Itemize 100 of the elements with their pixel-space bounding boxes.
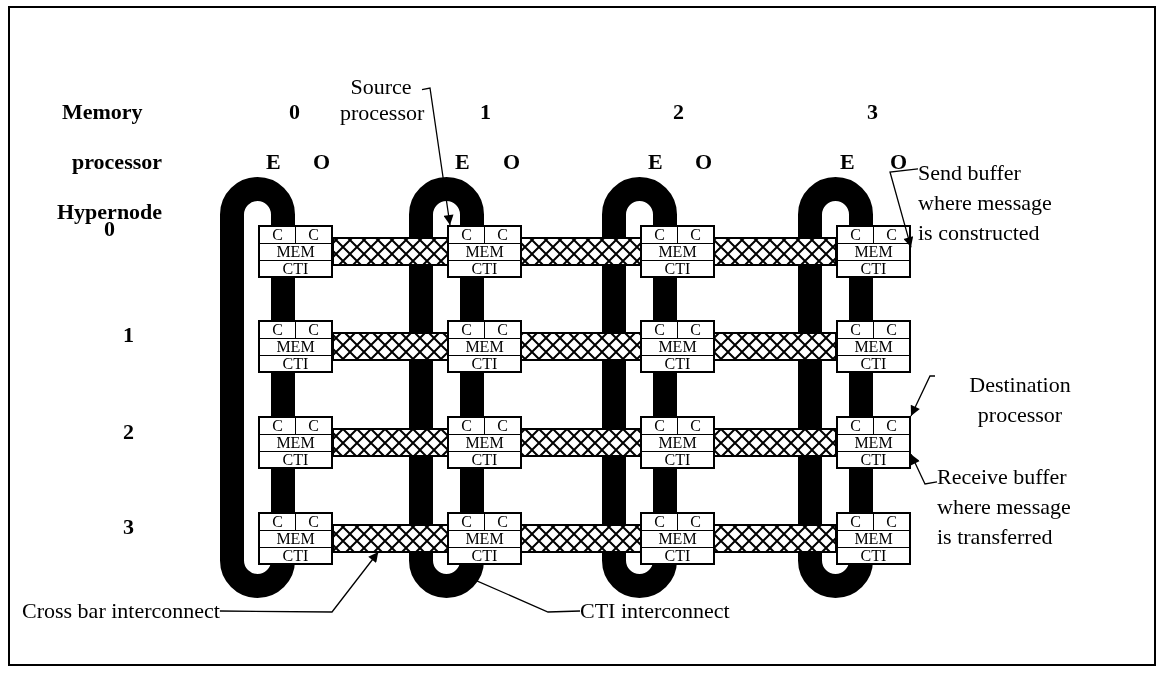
memory-label: MEM bbox=[465, 244, 504, 260]
callout-text: Cross bar interconnect bbox=[22, 598, 220, 624]
cti-label: CTI bbox=[471, 452, 498, 468]
cache-label: C bbox=[260, 514, 296, 530]
processor-box bbox=[836, 225, 911, 278]
processor-box bbox=[447, 416, 522, 469]
memory-label: MEM bbox=[854, 531, 893, 547]
odd-label: O bbox=[695, 150, 713, 174]
leader-line bbox=[910, 453, 938, 485]
processor-box bbox=[640, 416, 715, 469]
cache-label: C bbox=[496, 514, 509, 530]
cache-label: C bbox=[496, 227, 509, 243]
processor-box bbox=[836, 320, 911, 373]
cache-label: C bbox=[449, 227, 485, 243]
cti-label: CTI bbox=[664, 452, 691, 468]
cache-label: C bbox=[260, 322, 296, 338]
processor-box bbox=[258, 225, 333, 278]
processor-box bbox=[836, 416, 911, 469]
cache-label: C bbox=[838, 418, 874, 434]
cti-label: CTI bbox=[282, 548, 309, 564]
cti-label: CTI bbox=[282, 261, 309, 277]
callout-text: Receive buffer where message is transferred bbox=[937, 462, 1079, 552]
memory-label: MEM bbox=[854, 435, 893, 451]
callout-text: Destination processor bbox=[935, 370, 1105, 430]
even-label: E bbox=[840, 150, 855, 174]
row-number: 1 bbox=[123, 323, 134, 347]
odd-label: O bbox=[503, 150, 521, 174]
cache-label: C bbox=[838, 514, 874, 530]
cti-label: CTI bbox=[860, 261, 887, 277]
row-number: 2 bbox=[123, 420, 134, 444]
cti-label: CTI bbox=[471, 356, 498, 372]
cache-label: C bbox=[689, 514, 702, 530]
cache-label: C bbox=[689, 322, 702, 338]
leader-line bbox=[889, 168, 919, 248]
cache-label: C bbox=[260, 418, 296, 434]
memory-label: MEM bbox=[465, 339, 504, 355]
cache-label: C bbox=[496, 418, 509, 434]
processor-box bbox=[447, 225, 522, 278]
memory-label: MEM bbox=[658, 435, 697, 451]
cache-label: C bbox=[307, 227, 320, 243]
cti-label: CTI bbox=[860, 548, 887, 564]
cache-label: C bbox=[885, 514, 898, 530]
even-label: E bbox=[455, 150, 470, 174]
leader-line bbox=[421, 87, 454, 226]
callout-text: Send buffer where message is constructed bbox=[918, 158, 1060, 248]
cti-label: CTI bbox=[664, 356, 691, 372]
processor-box bbox=[258, 512, 333, 565]
cti-label: CTI bbox=[860, 452, 887, 468]
cache-label: C bbox=[307, 514, 320, 530]
callout-text: Source processor bbox=[340, 74, 422, 126]
cache-label: C bbox=[642, 227, 678, 243]
memory-label: MEM bbox=[465, 435, 504, 451]
leader-line bbox=[910, 375, 936, 417]
cache-label: C bbox=[642, 322, 678, 338]
column-number: 0 bbox=[289, 100, 300, 124]
cache-label: C bbox=[449, 322, 485, 338]
cti-label: CTI bbox=[471, 261, 498, 277]
cache-label: C bbox=[642, 418, 678, 434]
cache-label: C bbox=[642, 514, 678, 530]
memory-label: MEM bbox=[658, 244, 697, 260]
memory-label: MEM bbox=[658, 531, 697, 547]
cti-label: CTI bbox=[282, 356, 309, 372]
cache-label: C bbox=[885, 322, 898, 338]
memory-label: MEM bbox=[465, 531, 504, 547]
column-number: 2 bbox=[673, 100, 684, 124]
memory-label: MEM bbox=[276, 435, 315, 451]
cache-label: C bbox=[496, 322, 509, 338]
cache-label: C bbox=[307, 322, 320, 338]
axis-title: processor bbox=[72, 150, 163, 174]
cache-label: C bbox=[449, 514, 485, 530]
memory-label: MEM bbox=[276, 531, 315, 547]
processor-box bbox=[640, 512, 715, 565]
even-label: E bbox=[266, 150, 281, 174]
processor-box bbox=[258, 416, 333, 469]
row-number: 3 bbox=[123, 515, 134, 539]
cti-label: CTI bbox=[860, 356, 887, 372]
cache-label: C bbox=[449, 418, 485, 434]
processor-box bbox=[447, 512, 522, 565]
cti-label: CTI bbox=[664, 548, 691, 564]
memory-label: MEM bbox=[276, 339, 315, 355]
cti-label: CTI bbox=[471, 548, 498, 564]
cache-label: C bbox=[838, 322, 874, 338]
cache-label: C bbox=[689, 418, 702, 434]
cache-label: C bbox=[885, 227, 898, 243]
column-number: 1 bbox=[480, 100, 491, 124]
leader-line bbox=[219, 551, 379, 613]
processor-box bbox=[836, 512, 911, 565]
cache-label: C bbox=[689, 227, 702, 243]
cti-label: CTI bbox=[664, 261, 691, 277]
odd-label: O bbox=[313, 150, 331, 174]
processor-box bbox=[258, 320, 333, 373]
column-number: 3 bbox=[867, 100, 878, 124]
cache-label: C bbox=[885, 418, 898, 434]
callout-text: CTI interconnect bbox=[580, 598, 730, 624]
memory-label: MEM bbox=[854, 339, 893, 355]
processor-box bbox=[447, 320, 522, 373]
memory-label: MEM bbox=[276, 244, 315, 260]
memory-label: MEM bbox=[658, 339, 697, 355]
odd-label: O bbox=[890, 150, 908, 174]
cache-label: C bbox=[838, 227, 874, 243]
